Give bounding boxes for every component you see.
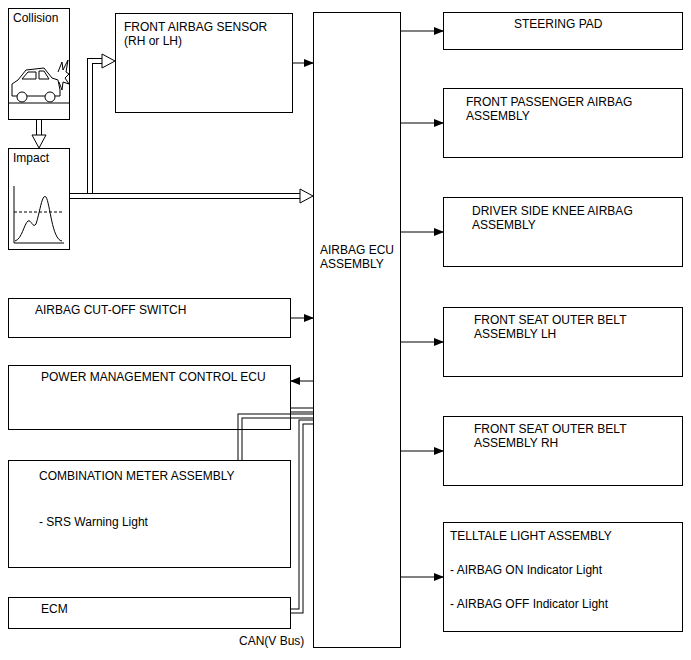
ecu-box: POWER MANAGEMENT CONTROL ECU [8, 365, 291, 430]
sensor-box: FRONT AIRBAG SENSOR (RH or LH) [115, 13, 293, 113]
hollow-arrowhead [300, 189, 313, 203]
box-title: FRONT SEAT OUTER BELT ASSEMBLY RH [474, 422, 674, 450]
car-collision-illustration [8, 60, 70, 103]
signal-arrow [401, 451, 443, 452]
box-title: STEERING PAD [514, 17, 674, 31]
telltale-box: TELLTALE LIGHT ASSEMBLY - AIRBAG ON Indic… [443, 522, 683, 632]
box-item: - AIRBAG ON Indicator Light [450, 563, 674, 577]
can-bus-line-outline [291, 408, 313, 413]
signal-arrow [291, 318, 313, 319]
ecu-box: AIRBAG ECU ASSEMBLY [313, 12, 401, 648]
impact-box: Impact [8, 148, 70, 250]
can-bus-line-inner [291, 422, 313, 611]
hollow-arrow-inner [70, 61, 103, 196]
box-title: Impact [13, 151, 65, 165]
meter-box: COMBINATION METER ASSEMBLY - SRS Warning … [8, 460, 291, 568]
collision-box: Collision [8, 8, 70, 120]
box-title: POWER MANAGEMENT CONTROL ECU [41, 370, 282, 384]
hollow-arrow-outline [70, 61, 103, 196]
bus-label: CAN(V Bus) [238, 634, 305, 648]
graph-axis [14, 243, 64, 244]
hollow-arrow [70, 189, 313, 203]
output-box: DRIVER SIDE KNEE AIRBAG ASSEMBLY [443, 197, 683, 267]
box-title: Collision [13, 11, 65, 25]
graph-axis [14, 186, 15, 243]
impact-graph [14, 186, 64, 243]
ecm-box: ECM [8, 597, 291, 629]
box-title: AIRBAG CUT-OFF SWITCH [35, 303, 282, 317]
box-item: - AIRBAG OFF Indicator Light [450, 597, 674, 611]
box-title: COMBINATION METER ASSEMBLY [39, 469, 282, 483]
signal-arrow [401, 342, 443, 343]
output-box: FRONT SEAT OUTER BELT ASSEMBLY LH [443, 307, 683, 377]
box-title: ECM [41, 602, 282, 616]
box-title: DRIVER SIDE KNEE AIRBAG ASSEMBLY [472, 204, 674, 232]
hollow-arrow [32, 120, 46, 148]
can-bus-line [291, 410, 313, 411]
hollow-arrowhead [102, 54, 115, 68]
hollow-arrow-outline [36, 120, 42, 136]
car-window [22, 71, 49, 79]
can-bus-line-inner [291, 409, 313, 412]
box-title: FRONT PASSENGER AIRBAG ASSEMBLY [466, 95, 674, 123]
box-title: FRONT SEAT OUTER BELT ASSEMBLY LH [474, 313, 674, 341]
signal-arrow [401, 577, 443, 578]
output-box: FRONT PASSENGER AIRBAG ASSEMBLY [443, 88, 683, 158]
signal-arrow [401, 123, 443, 124]
car-body [12, 68, 60, 96]
box-title: AIRBAG ECU ASSEMBLY [320, 243, 394, 271]
hollow-arrow-outline [70, 193, 301, 199]
box-title: TELLTALE LIGHT ASSEMBLY [450, 529, 674, 543]
signal-arrow [293, 63, 313, 64]
box-title: FRONT AIRBAG SENSOR (RH or LH) [124, 20, 284, 48]
car-wheel [45, 92, 55, 102]
ground-line [8, 103, 70, 104]
output-box: FRONT SEAT OUTER BELT ASSEMBLY RH [443, 416, 683, 486]
signal-arrow [401, 232, 443, 233]
hollow-arrow-inner [37, 120, 41, 136]
can-bus-line-outline [291, 422, 313, 611]
switch-box: AIRBAG CUT-OFF SWITCH [8, 298, 291, 338]
impact-burst [58, 60, 69, 90]
hollow-arrow [70, 54, 115, 196]
box-item: - SRS Warning Light [39, 515, 282, 529]
impact-curve [15, 196, 62, 241]
signal-arrow [401, 31, 443, 32]
can-bus-line [291, 422, 313, 611]
hollow-arrowhead [32, 135, 46, 148]
car-wheel [17, 92, 27, 102]
signal-arrow [291, 381, 313, 382]
output-box: STEERING PAD [443, 12, 683, 50]
hollow-arrow-inner [70, 194, 301, 198]
